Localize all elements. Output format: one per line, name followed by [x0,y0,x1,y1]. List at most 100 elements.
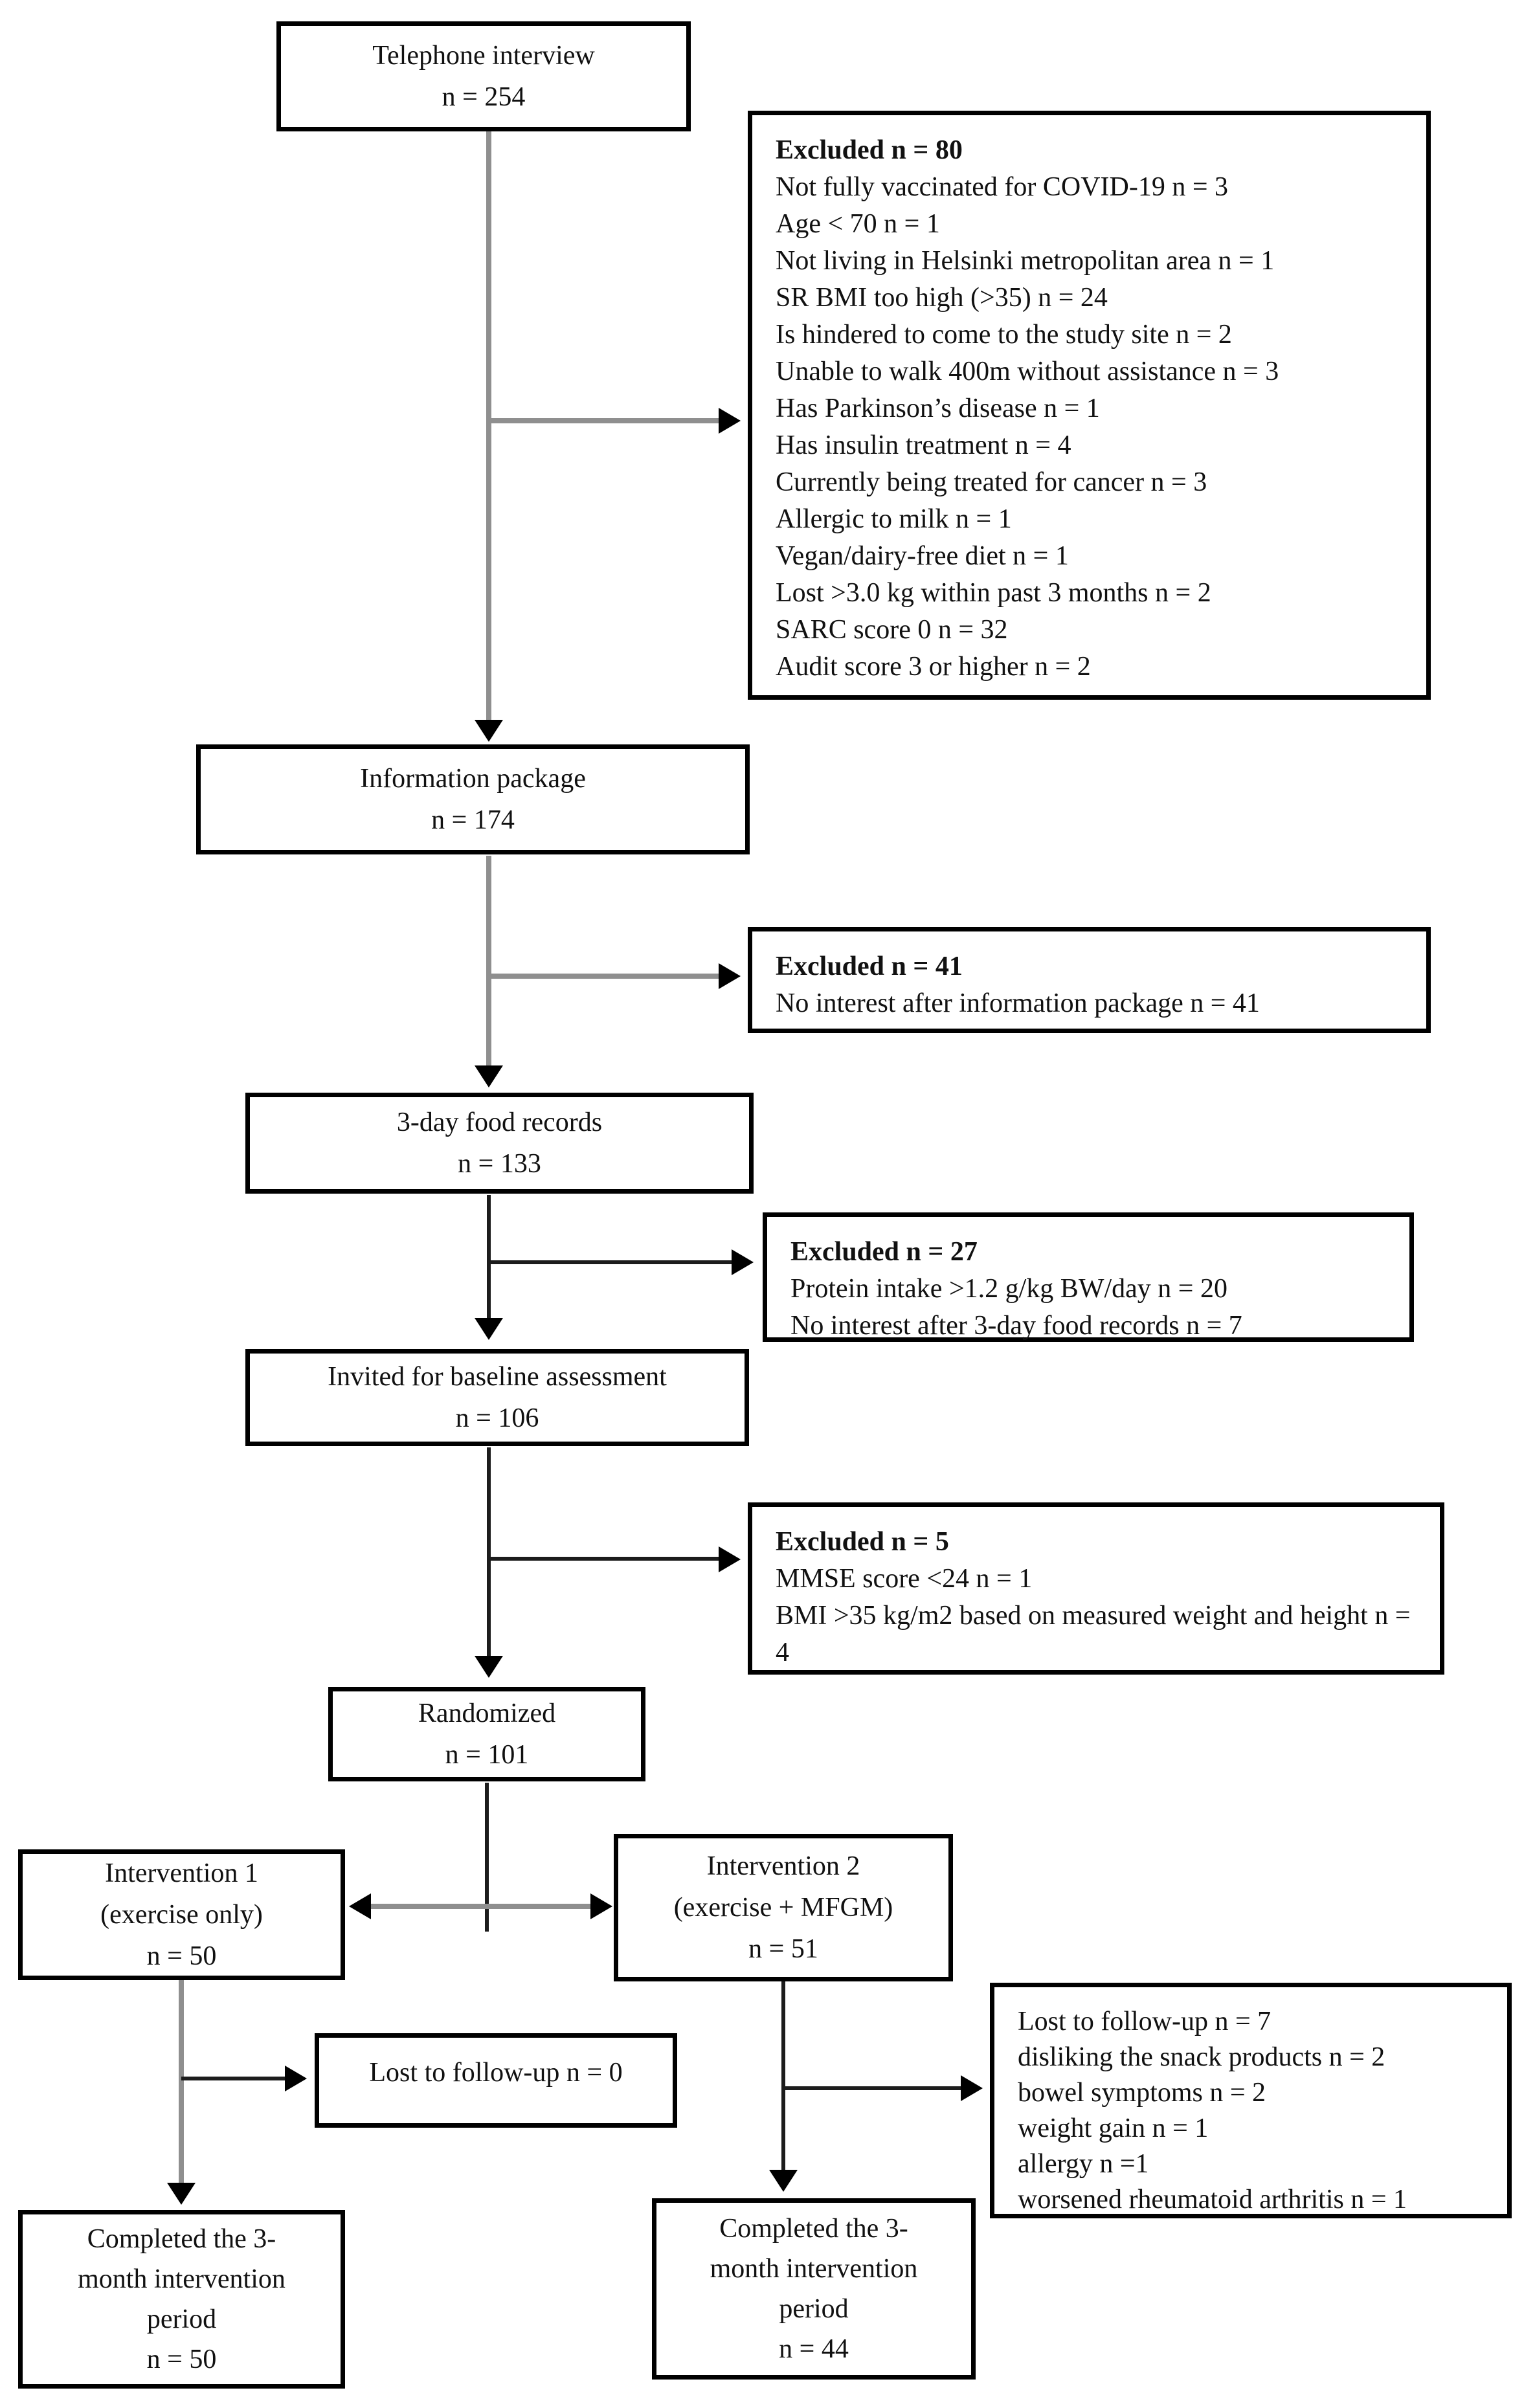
completed-lines: Completed the 3- month intervention period… [78,2219,286,2380]
list-item-line: No interest after information package n … [776,988,1260,1018]
box-title: 3-day food records [396,1108,603,1137]
excluded-item-list: No interest after information package n … [776,985,1407,1022]
list-item-line: n = 44 [779,2334,849,2364]
box-n-value: n = 50 [146,1941,217,1971]
list-item-line: bowel symptoms n = 2 [1018,2078,1266,2108]
box-baseline-assessment: Invited for baseline assessment n = 106 [245,1349,749,1446]
box-title: Randomized [418,1699,556,1728]
list-item-line: MMSE score <24 n = 1 [776,1564,1033,1594]
list-item-line: month intervention [78,2264,286,2294]
arrowhead-into-excluded41 [719,963,741,989]
arrowhead-into-baseline [475,1318,503,1340]
box-title: Information package [360,764,586,794]
arrowhead-into-intervention1 [349,1893,371,1919]
list-item-line: weight gain n = 1 [1018,2113,1209,2143]
list-item-line: n = 50 [146,2345,217,2374]
list-item-line: Completed the 3- [719,2214,908,2244]
list-item-line: Completed the 3- [87,2224,276,2254]
box-n-value: n = 51 [748,1934,818,1964]
connector-branch-lost0 [181,2077,285,2080]
box-intervention-1: Intervention 1 (exercise only) n = 50 [18,1849,345,1980]
box-food-records: 3-day food records n = 133 [245,1093,754,1194]
list-item-line: Age < 70 n = 1 [776,209,940,239]
box-title: Telephone interview [372,41,595,71]
connector-branch-excluded80 [489,418,719,423]
lost-item-list: disliking the snack products n = 2 bowel … [1018,2040,1488,2218]
list-item-line: allergy n =1 [1018,2149,1149,2179]
list-item-line: SR BMI too high (>35) n = 24 [776,283,1108,313]
list-item-line: Audit score 3 or higher n = 2 [776,652,1091,682]
excluded-header: Excluded n = 41 [776,952,963,981]
box-n-value: n = 133 [458,1149,541,1179]
excluded-header: Excluded n = 80 [776,135,963,165]
arrowhead-into-info-package [475,720,503,742]
box-subtitle: (exercise only) [100,1900,263,1930]
list-item-line: Unable to walk 400m without assistance n… [776,357,1279,386]
connector-branch-excluded27 [489,1260,732,1264]
box-n-value: n = 254 [442,82,526,112]
arrowhead-into-randomized [475,1656,503,1678]
arrowhead-into-excluded5 [719,1546,741,1572]
box-telephone-interview: Telephone interview n = 254 [276,21,691,131]
box-title: Intervention 1 [105,1858,258,1888]
connector-info-to-food [486,856,491,1068]
arrowhead-into-food-records [475,1065,503,1087]
list-item-line: No interest after 3-day food records n =… [790,1311,1242,1341]
arrowhead-into-lost0 [285,2066,307,2091]
excluded-item-list: MMSE score <24 n = 1 BMI >35 kg/m2 based … [776,1561,1420,1671]
lost-header: Lost to follow-up n = 7 [1018,2007,1272,2036]
list-item-line: Has Parkinson’s disease n = 1 [776,394,1100,423]
list-item-line: period [146,2304,217,2334]
arrowhead-into-intervention2 [590,1893,612,1919]
connector-telephone-to-info [486,131,491,722]
box-subtitle: (exercise + MFGM) [673,1893,893,1923]
connector-branch-excluded5 [489,1557,719,1561]
box-information-package: Information package n = 174 [196,744,750,854]
box-excluded-80: Excluded n = 80 Not fully vaccinated for… [748,111,1431,700]
list-item-line: month intervention [710,2254,918,2284]
list-item-line: Is hindered to come to the study site n … [776,320,1232,350]
box-n-value: n = 106 [455,1403,539,1433]
box-n-value: n = 101 [445,1740,529,1770]
arrowhead-into-excluded80 [719,408,741,434]
box-lost-to-followup-0: Lost to follow-up n = 0 [315,2033,677,2128]
box-excluded-27: Excluded n = 27 Protein intake >1.2 g/kg… [763,1212,1414,1342]
box-title: Invited for baseline assessment [328,1362,667,1392]
connector-between-interventions [371,1904,590,1909]
list-item-line: worsened rheumatoid arthritis n = 1 [1018,2185,1407,2214]
excluded-item-list: Protein intake >1.2 g/kg BW/day n = 20 No… [790,1271,1390,1344]
connector-int1-to-completed1 [179,1980,184,2183]
box-completed-2: Completed the 3- month intervention period… [652,2198,976,2380]
list-item-line: Not fully vaccinated for COVID-19 n = 3 [776,172,1229,202]
list-item-line: Protein intake >1.2 g/kg BW/day n = 20 [790,1274,1227,1304]
connector-baseline-to-randomized [487,1447,491,1656]
list-item-line: SARC score 0 n = 32 [776,615,1008,645]
connector-food-to-baseline [487,1195,491,1319]
box-intervention-2: Intervention 2 (exercise + MFGM) n = 51 [614,1834,953,1981]
list-item-line: Not living in Helsinki metropolitan area… [776,246,1275,276]
box-title: Intervention 2 [706,1851,860,1881]
box-title: Lost to follow-up n = 0 [369,2058,623,2088]
box-randomized: Randomized n = 101 [328,1687,645,1781]
box-lost-to-followup-7: Lost to follow-up n = 7 disliking the sn… [990,1983,1512,2218]
excluded-header: Excluded n = 27 [790,1237,978,1267]
arrowhead-into-excluded27 [732,1249,754,1275]
list-item-line: Allergic to milk n = 1 [776,504,1012,534]
connector-branch-lost7 [783,2086,961,2090]
list-item-line: Lost >3.0 kg within past 3 months n = 2 [776,578,1211,608]
arrowhead-into-lost7 [961,2075,983,2101]
list-item-line: Has insulin treatment n = 4 [776,430,1071,460]
list-item-line: period [779,2294,849,2324]
list-item-line: BMI >35 kg/m2 based on measured weight a… [776,1601,1411,1667]
excluded-item-list: Not fully vaccinated for COVID-19 n = 3 A… [776,169,1407,686]
list-item-line: disliking the snack products n = 2 [1018,2042,1385,2072]
connector-int2-to-completed2 [781,1981,785,2170]
completed-lines: Completed the 3- month intervention period… [710,2209,918,2369]
connector-randomized-split [485,1783,489,1932]
arrowhead-into-completed2 [769,2170,798,2192]
box-excluded-41: Excluded n = 41 No interest after inform… [748,927,1431,1033]
list-item-line: Vegan/dairy-free diet n = 1 [776,541,1069,571]
box-completed-1: Completed the 3- month intervention period… [18,2210,345,2389]
